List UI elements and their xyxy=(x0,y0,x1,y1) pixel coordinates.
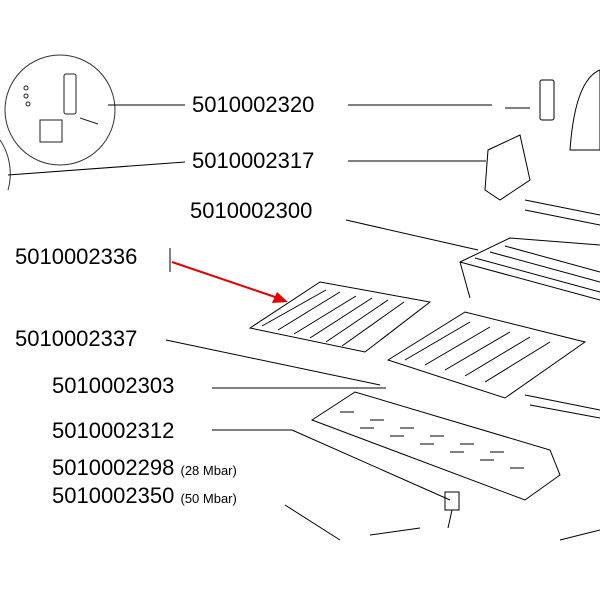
highlight-arrow-icon xyxy=(171,261,288,303)
part-label-5010002317: 5010002317 xyxy=(192,148,315,173)
hinge-part-right-icon xyxy=(505,69,600,151)
detail-circle-hinge xyxy=(4,54,116,166)
part-number: 5010002298 xyxy=(52,455,175,480)
pressure-note: (50 Mbar) xyxy=(180,491,237,506)
part-label-5010002303: 5010002303 xyxy=(52,373,175,398)
handle-bracket-icon xyxy=(484,134,531,201)
regulator-icon xyxy=(444,491,460,511)
part-label-5010002312: 5010002312 xyxy=(52,418,175,443)
part-number: 5010002350 xyxy=(52,483,175,508)
part-label-5010002350: 5010002350 (50 Mbar) xyxy=(52,485,237,507)
part-label-5010002300: 5010002300 xyxy=(190,198,313,223)
grill-grate-icon xyxy=(248,281,432,353)
detail-circle-partial xyxy=(0,139,11,191)
pressure-note: (28 Mbar) xyxy=(180,463,237,478)
part-label-5010002337: 5010002337 xyxy=(15,326,138,351)
part-label-5010002336: 5010002336 xyxy=(15,244,138,269)
heat-shield-icon xyxy=(310,391,561,501)
hinge-part-icon xyxy=(23,73,99,143)
griddle-plate-icon xyxy=(386,311,600,419)
warming-rack-icon xyxy=(459,237,600,301)
part-label-5010002298: 5010002298 (28 Mbar) xyxy=(52,457,237,479)
part-label-5010002320: 5010002320 xyxy=(192,92,315,117)
